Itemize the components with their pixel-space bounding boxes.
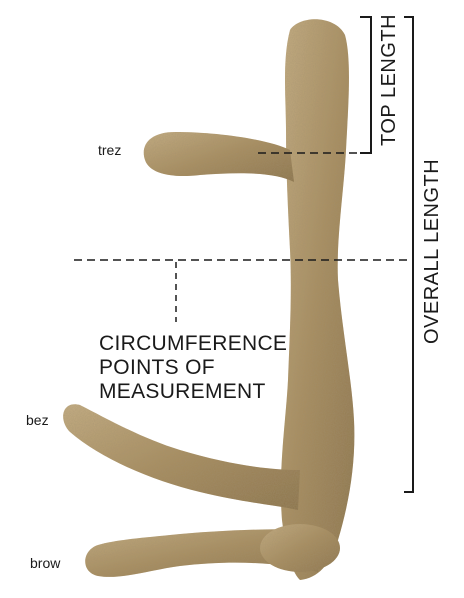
top-length-label: TOP LENGTH <box>378 26 402 146</box>
circumference-label-line-1: CIRCUMFERENCE <box>99 332 287 356</box>
bez-label: bez <box>26 412 49 428</box>
bez-tine <box>63 404 300 510</box>
circumference-label-line-3: MEASUREMENT <box>99 380 287 404</box>
trez-label: trez <box>98 142 121 158</box>
circumference-label-line-2: POINTS OF <box>99 356 287 380</box>
burr <box>260 524 340 572</box>
antler <box>63 19 354 580</box>
top-length-bracket <box>360 17 371 153</box>
brow-label: brow <box>30 555 60 571</box>
overall-length-label: OVERALL LENGTH <box>421 164 445 344</box>
overall-length-bracket <box>404 17 413 492</box>
trez-tine <box>144 132 294 182</box>
circumference-label: CIRCUMFERENCE POINTS OF MEASUREMENT <box>99 332 287 404</box>
